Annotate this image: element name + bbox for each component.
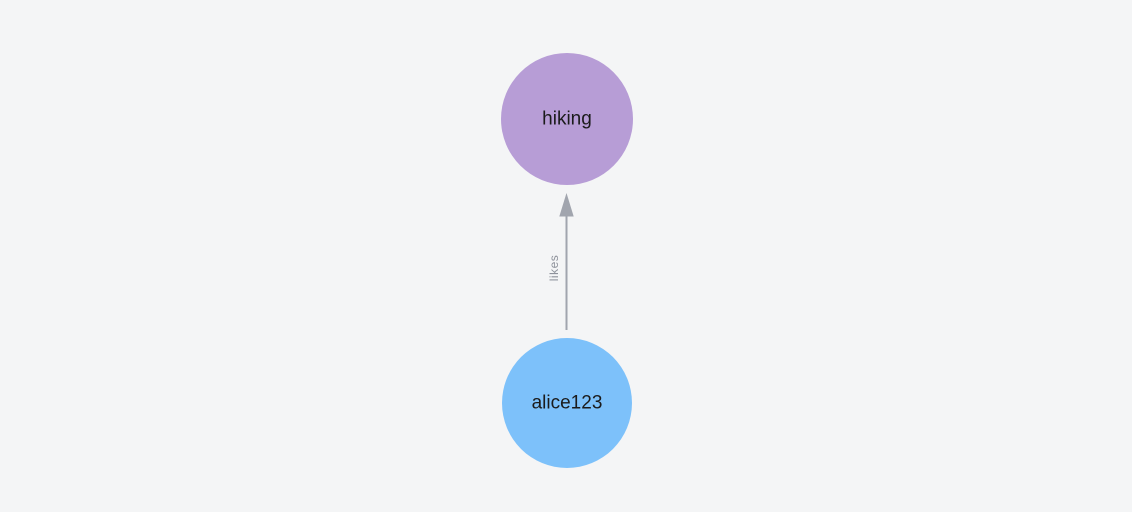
edge-label: likes xyxy=(547,255,561,282)
node-hiking[interactable]: hiking xyxy=(501,53,633,185)
node-alice123-label: alice123 xyxy=(532,393,603,414)
node-hiking-label: hiking xyxy=(542,109,592,130)
node-hiking-circle[interactable] xyxy=(501,53,633,185)
edge-likes: likes xyxy=(547,193,574,330)
node-alice123[interactable]: alice123 xyxy=(502,338,632,468)
edge-arrowhead-icon xyxy=(559,193,574,217)
node-alice123-circle[interactable] xyxy=(502,338,632,468)
